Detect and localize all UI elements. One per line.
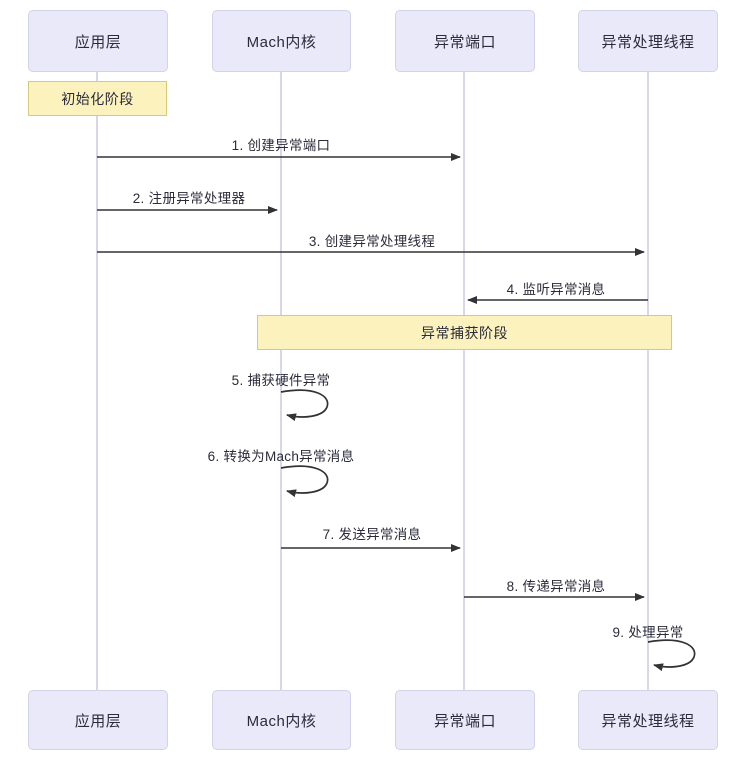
message-label-7: 7. 发送异常消息 [322,527,422,542]
actor-label-handler: 异常处理线程 [601,33,695,51]
actor-footer-app[interactable]: 应用层 [28,690,168,750]
message-selfloop-6 [280,465,329,498]
message-label-2: 2. 注册异常处理器 [132,191,246,206]
message-selfloop-5 [280,389,329,422]
actor-header-kernel[interactable]: Mach内核 [212,10,351,72]
actor-header-port[interactable]: 异常端口 [395,10,535,72]
actor-label-port: 异常端口 [433,33,496,51]
actor-footer-port[interactable]: 异常端口 [395,690,535,750]
message-label-5: 5. 捕获硬件异常 [231,373,331,388]
note-label-capture: 异常捕获阶段 [421,324,508,341]
actor-header-app[interactable]: 应用层 [28,10,168,72]
message-selfloop-9 [647,639,696,672]
lifelines-group [96,72,649,690]
message-label-3: 3. 创建异常处理线程 [308,234,436,249]
message-label-4: 4. 监听异常消息 [506,282,606,297]
actor-footer-label-port: 异常端口 [433,712,496,730]
message-label-1: 1. 创建异常端口 [231,138,331,153]
note-initialization-phase[interactable]: 初始化阶段 [28,81,167,116]
actor-footer-handler[interactable]: 异常处理线程 [578,690,718,750]
actor-footer-label-kernel: Mach内核 [246,712,317,730]
actor-label-app: 应用层 [74,33,122,51]
message-label-8: 8. 传递异常消息 [506,579,606,594]
note-label-initialization: 初始化阶段 [61,90,134,107]
message-label-6: 6. 转换为Mach异常消息 [207,449,355,464]
message-label-9: 9. 处理异常 [612,625,684,640]
actor-footer-kernel[interactable]: Mach内核 [212,690,351,750]
actor-label-kernel: Mach内核 [246,33,317,51]
actor-footer-label-app: 应用层 [74,712,122,730]
actor-header-handler[interactable]: 异常处理线程 [578,10,718,72]
note-capture-phase[interactable]: 异常捕获阶段 [257,315,672,350]
actor-footer-label-handler: 异常处理线程 [601,712,695,730]
